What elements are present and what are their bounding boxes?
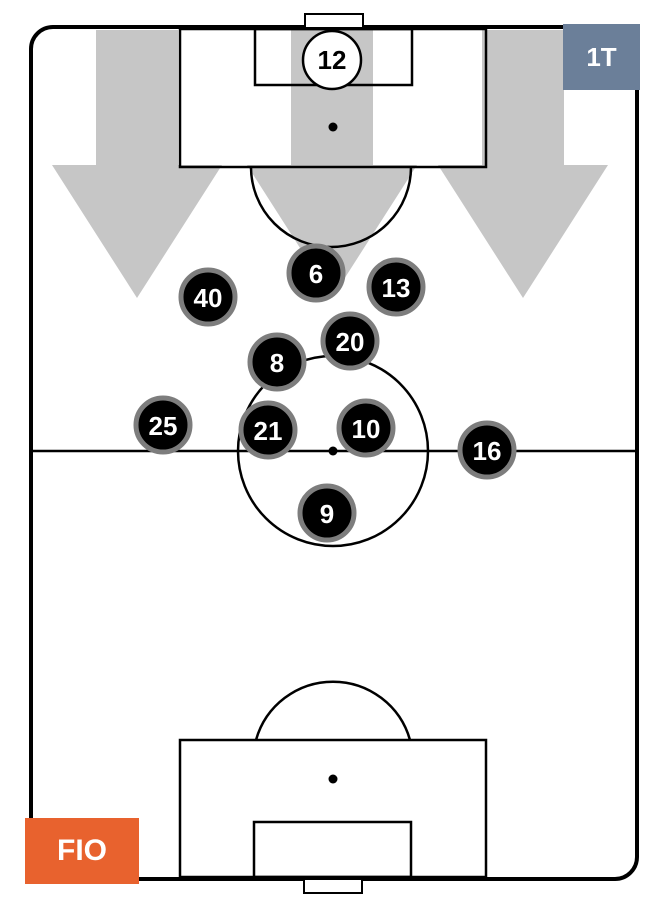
pressure-arrow-3 <box>438 30 608 298</box>
player-marker: 13 <box>366 257 426 317</box>
pressure-arrows <box>52 30 608 298</box>
player-marker: 21 <box>238 400 298 460</box>
top-penalty-spot <box>328 122 338 132</box>
player-marker: 8 <box>247 332 307 392</box>
bottom-goal-area <box>252 820 413 879</box>
player-circle <box>238 400 298 460</box>
player-number: 21 <box>254 416 283 446</box>
player-number: 9 <box>320 499 334 529</box>
player-circle <box>286 243 346 303</box>
player-number: 25 <box>149 411 178 441</box>
bottom-penalty-markings <box>178 680 488 879</box>
pressure-arrow-2 <box>247 30 417 298</box>
top-penalty-markings <box>178 27 488 249</box>
player-marker: 16 <box>457 420 517 480</box>
bottom-penalty-arc <box>254 680 412 741</box>
player-number: 13 <box>382 273 411 303</box>
period-badge: 1T <box>563 24 640 90</box>
player-number: 40 <box>194 283 223 313</box>
player-marker: 40 <box>178 267 238 327</box>
bottom-penalty-spot <box>328 774 338 784</box>
player-marker: 9 <box>297 483 357 543</box>
player-circle <box>178 267 238 327</box>
player-circle <box>366 257 426 317</box>
player-circle <box>320 311 380 371</box>
player-marker: 10 <box>336 398 396 458</box>
player-circle <box>133 395 193 455</box>
player-marker: 25 <box>133 395 193 455</box>
pressure-arrow-1 <box>52 30 222 298</box>
player-number: 16 <box>473 436 502 466</box>
player-marker: 20 <box>320 311 380 371</box>
goalkeeper-marker: 12 <box>301 29 363 91</box>
center-spot <box>328 446 338 456</box>
player-circle <box>457 420 517 480</box>
player-number: 8 <box>270 348 284 378</box>
player-number: 10 <box>352 414 381 444</box>
players: 6 13 40 20 8 25 21 10 16 9 <box>133 243 517 543</box>
player-number: 20 <box>336 327 365 357</box>
top-goal <box>304 13 364 29</box>
player-number: 6 <box>309 259 323 289</box>
player-circle <box>297 483 357 543</box>
player-circle <box>247 332 307 392</box>
top-penalty-arc <box>249 166 413 249</box>
player-circle <box>336 398 396 458</box>
bottom-goal <box>303 878 363 894</box>
player-marker: 6 <box>286 243 346 303</box>
goalkeeper-circle <box>301 29 363 91</box>
goalkeeper-number: 12 <box>318 45 347 75</box>
team-badge: FIO <box>25 818 139 884</box>
